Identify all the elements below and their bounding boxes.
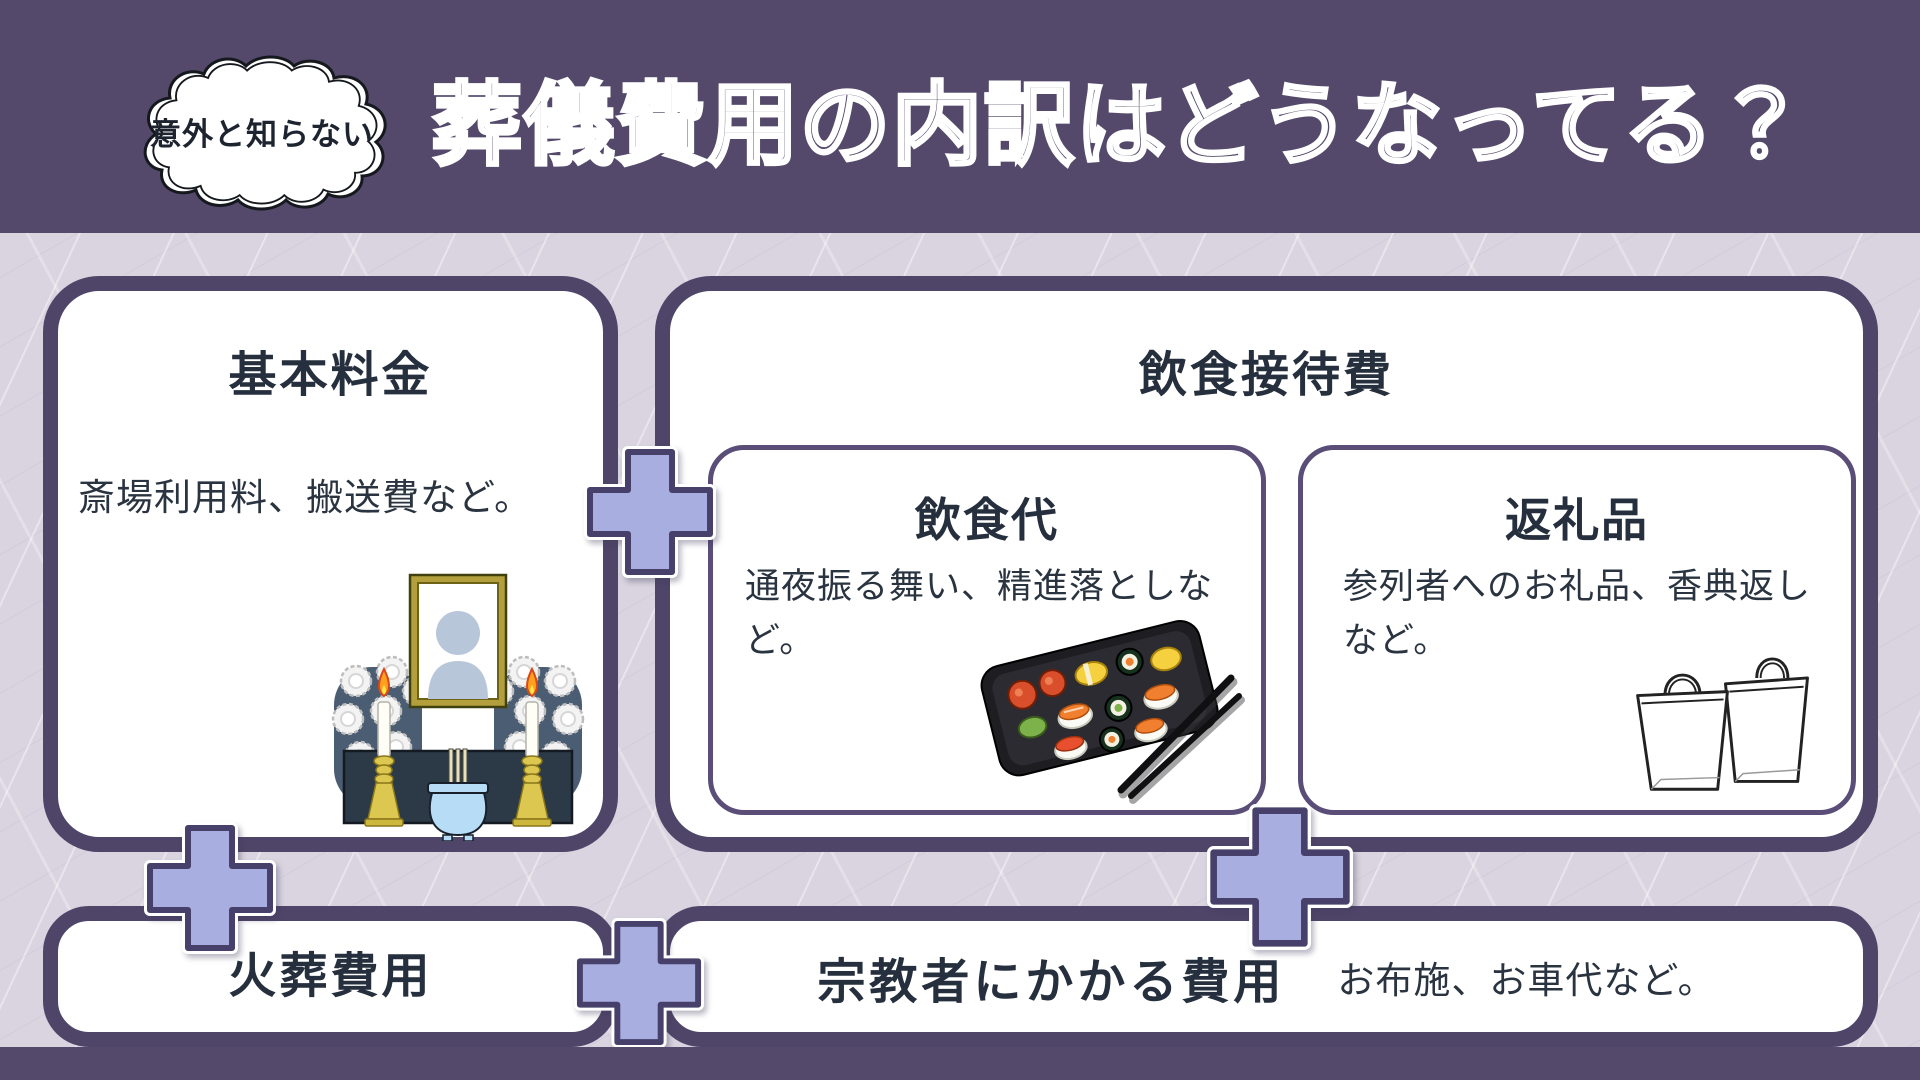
card-cremation: 火葬費用: [43, 906, 618, 1047]
plus-connector-icon: [584, 446, 716, 578]
page-title: 葬儀費用の内訳はどうなってる？: [430, 71, 1808, 180]
subcard-food-cost: 飲食代 通夜振る舞い、精進落としなど。: [708, 445, 1266, 815]
card-religious-title: 宗教者にかかる費用: [817, 953, 1286, 1010]
plus-connector-icon: [144, 822, 276, 954]
header-band: 意外と知らない 葬儀費用の内訳はどうなってる？: [0, 0, 1920, 233]
card-basic-title: 基本料金: [228, 347, 433, 403]
footer-band: [0, 1047, 1920, 1080]
subcard-food-cost-description: 通夜振る舞い、精進落としなど。: [745, 567, 1214, 662]
gift-bags-icon: [1636, 657, 1809, 791]
sushi-platter-icon: [980, 619, 1245, 804]
plus-connector-icon: [574, 918, 704, 1048]
card-food-title: 飲食接待費: [1138, 347, 1394, 403]
card-cremation-title: 火葬費用: [228, 948, 433, 1004]
card-religious-description: お布施、お車代など。: [1337, 958, 1716, 1002]
subcard-return-gifts-title: 返礼品: [1505, 493, 1649, 547]
subcard-return-gifts: 返礼品 参列者へのお礼品、香典返しなど。: [1298, 445, 1856, 815]
funeral-altar-icon: [331, 573, 585, 841]
card-basic-description: 斎場利用料、搬送費など。: [78, 476, 533, 519]
badge-cloud: 意外と知らない: [116, 50, 408, 212]
plus-connector-icon: [1207, 804, 1353, 950]
subcard-return-gifts-description: 参列者へのお礼品、香典返しなど。: [1343, 567, 1812, 662]
card-basic-fee: 基本料金 斎場利用料、搬送費など。: [43, 276, 618, 852]
card-food-hospitality: 飲食接待費 飲食代 通夜振る舞い、精進落としなど。: [655, 276, 1878, 852]
cloud-bubble-icon: [143, 55, 387, 211]
subcard-food-cost-title: 飲食代: [915, 493, 1059, 547]
badge-label: 意外と知らない: [150, 116, 374, 153]
